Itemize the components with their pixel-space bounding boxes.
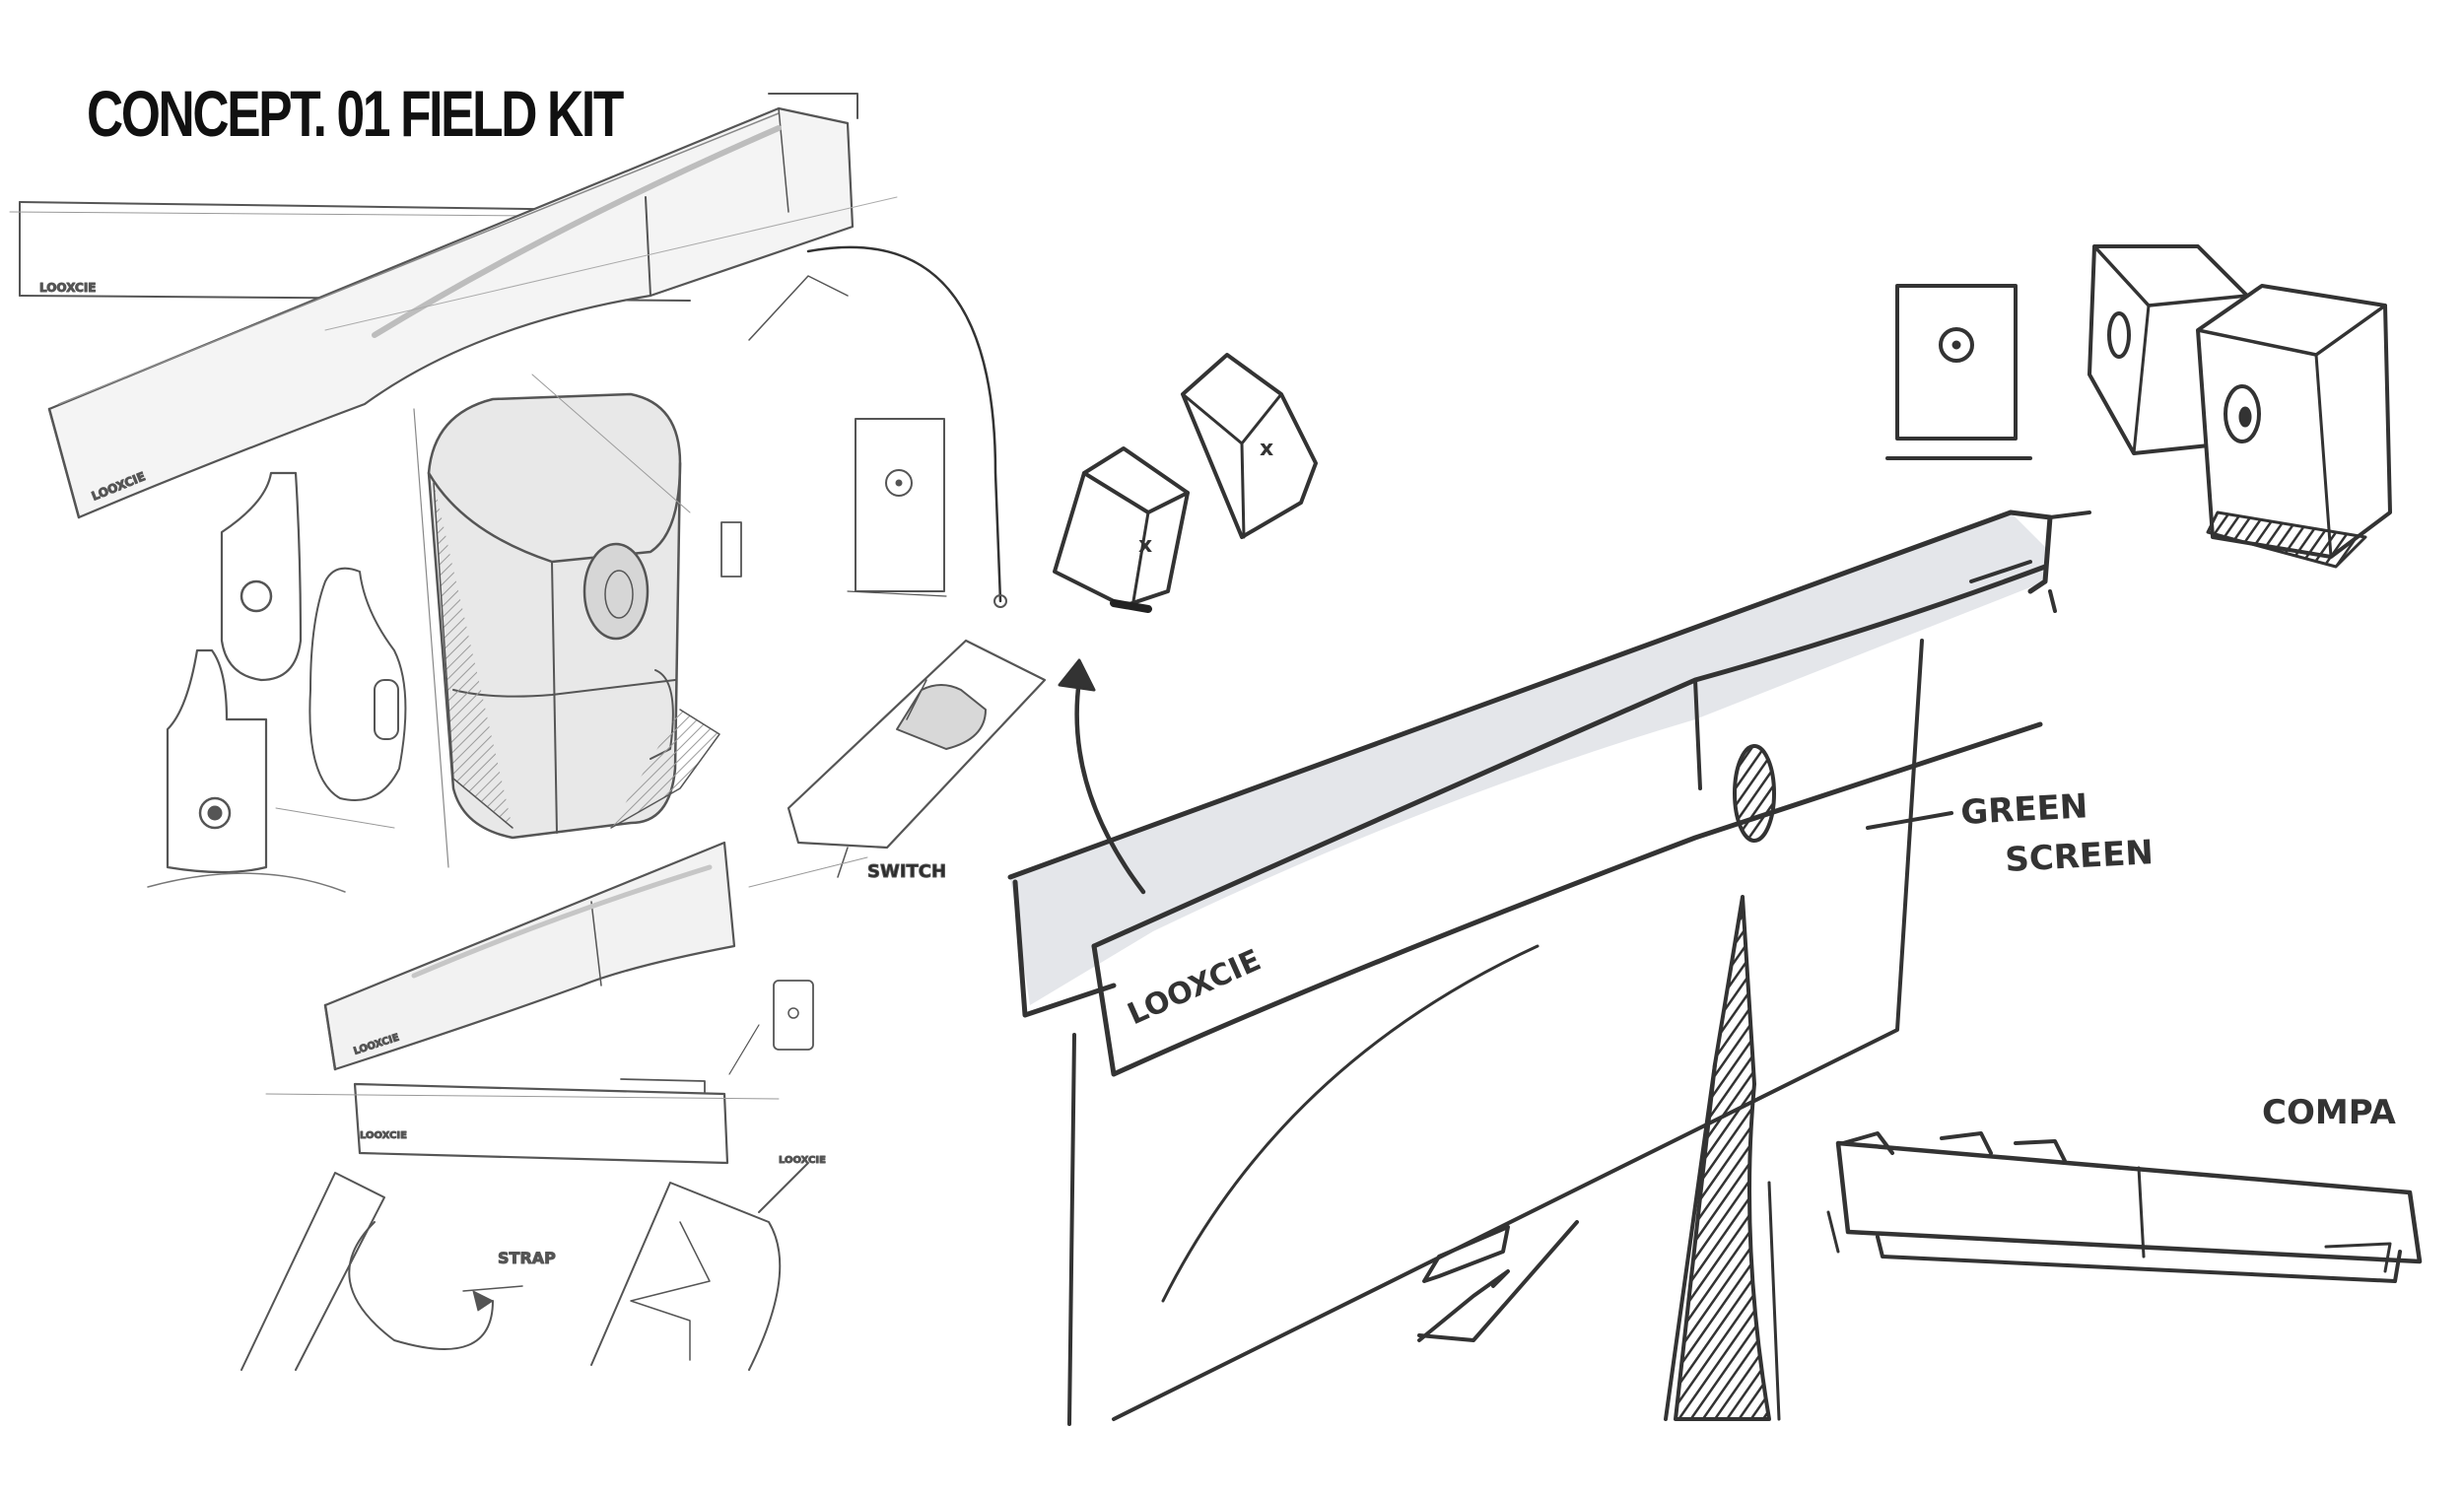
svg-text:x: x [1260, 437, 1273, 461]
looxcie-label-5: LOOXCIE [779, 1155, 826, 1166]
bottle-sketches [147, 471, 407, 893]
switch-label: SWITCH [867, 861, 946, 882]
strap-sketch: STRAP LOOXCIE [240, 1155, 827, 1371]
pencil-sketch-group: LOOXCIE LOOXCIE [9, 93, 1047, 1371]
svg-text:x: x [1138, 533, 1152, 558]
stand-sketch [1664, 895, 1781, 1421]
green-label: GREEN [1959, 786, 2088, 833]
small-tile-sketch [720, 245, 1007, 608]
floating-cubes-sketch: x x [1053, 353, 1318, 613]
green-screen-assembly-sketch: LOOXCIE [1007, 510, 2091, 1426]
marker-sketch-group: x x [1007, 244, 2423, 1426]
green-screen-label-group: GREEN SCREEN [1959, 786, 2154, 880]
strap-label: STRAP [498, 1249, 556, 1267]
diagonal-bar-sketch: LOOXCIE [47, 93, 898, 519]
small-tile-bottom-sketch [728, 980, 814, 1075]
top-right-modules-sketch [1885, 244, 2392, 569]
page-title: CONCEPT. 01 FIELD KIT [87, 77, 624, 150]
flat-bar-sketch: LOOXCIE [265, 1078, 780, 1165]
looxcie-label-1: LOOXCIE [39, 281, 97, 295]
compact-bar-sketch: COMPA [1826, 1093, 2423, 1283]
compact-label: COMPA [2262, 1093, 2396, 1132]
arrow-sketch [1058, 658, 1146, 895]
clip-device-sketch: SWITCH [787, 639, 1047, 883]
mid-bar-sketch: LOOXCIE [323, 841, 868, 1071]
cube-module-sketch [413, 374, 720, 868]
looxcie-label-4: LOOXCIE [360, 1130, 407, 1141]
screen-label: SCREEN [2004, 833, 2154, 880]
